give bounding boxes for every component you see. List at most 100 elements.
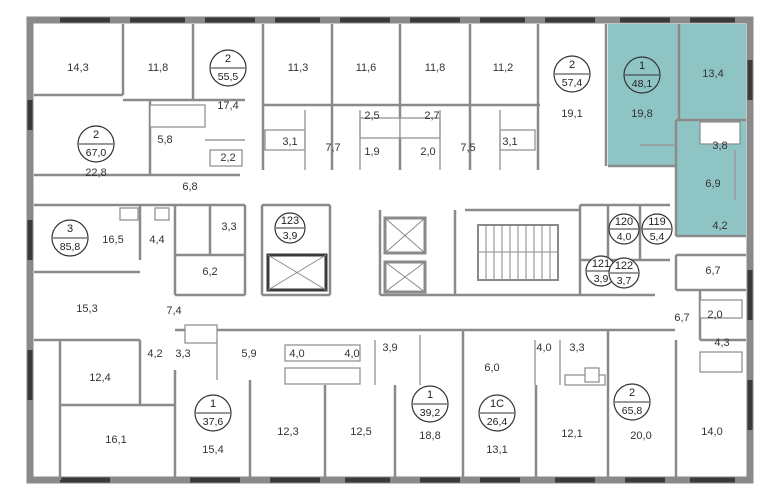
svg-text:2: 2 [629,387,635,399]
apartment-badge[interactable]: 120 4,0 [608,213,640,245]
apartment-badge-highlighted[interactable]: 1 48,1 [623,56,661,94]
room-area: 2,5 [364,110,379,122]
svg-text:123: 123 [281,215,299,227]
room-area: 11,3 [288,62,309,74]
room-area: 17,4 [217,100,238,112]
apartment-badge[interactable]: 3 85,8 [51,219,89,257]
room-area: 12,4 [89,372,110,384]
room-area: 2,7 [424,110,439,122]
room-area: 12,1 [561,428,582,440]
svg-text:65,8: 65,8 [622,405,643,417]
room-area: 2,2 [220,152,235,164]
room-area: 12,3 [277,426,298,438]
windows [27,17,753,483]
svg-text:122: 122 [615,260,633,272]
svg-text:119: 119 [648,216,666,228]
svg-text:2: 2 [93,129,99,141]
room-area: 6,7 [674,312,689,324]
room-area: 13,1 [486,444,507,456]
room-area: 4,0 [536,342,551,354]
svg-text:26,4: 26,4 [487,416,508,428]
room-area: 4,0 [344,348,359,360]
room-area: 5,9 [241,348,256,360]
apartment-badge[interactable]: 1С 26,4 [478,394,516,432]
room-area: 14,3 [67,62,88,74]
svg-text:2: 2 [569,59,575,71]
svg-text:121: 121 [592,258,610,270]
svg-text:1: 1 [639,60,645,72]
svg-text:120: 120 [615,216,633,228]
apartment-badge[interactable]: 1 37,6 [194,394,232,432]
svg-text:4,0: 4,0 [617,231,632,243]
svg-text:37,6: 37,6 [203,416,224,428]
apartment-badge[interactable]: 2 55,5 [209,49,247,87]
room-area: 2,0 [707,309,722,321]
building-core [266,216,559,294]
apartment-badge[interactable]: 1 39,2 [411,385,449,423]
room-area: 3,1 [282,136,297,148]
apartment-badges: 2 55,5 2 57,4 1 48,1 2 67,0 3 85,8 [51,49,673,432]
room-area: 6,2 [202,266,217,278]
room-area: 2,0 [420,146,435,158]
room-area: 5,8 [157,134,172,146]
room-area: 15,3 [76,303,97,315]
svg-text:57,4: 57,4 [562,77,583,89]
apartment-badge[interactable]: 2 57,4 [553,55,591,93]
svg-text:3,9: 3,9 [283,230,298,242]
svg-text:55,5: 55,5 [218,71,239,83]
svg-text:3: 3 [67,223,73,235]
room-area: 1,9 [364,146,379,158]
room-labels: 14,3 11,8 17,4 11,3 11,6 11,8 11,2 19,1 … [67,62,729,456]
room-area: 11,6 [356,62,377,74]
room-area: 4,4 [149,234,164,246]
room-area: 11,8 [425,62,446,74]
apartment-badge[interactable]: 121 3,9 [585,255,617,287]
apartment-badge[interactable]: 2 65,8 [613,383,651,421]
room-area: 4,0 [289,348,304,360]
svg-text:5,4: 5,4 [650,231,665,243]
room-area: 14,0 [701,426,722,438]
room-area: 12,5 [350,426,371,438]
room-area: 6,7 [705,265,720,277]
apartment-badge[interactable]: 2 67,0 [77,125,115,163]
room-area: 4,2 [712,220,727,232]
apartment-badge[interactable]: 119 5,4 [641,213,673,245]
svg-text:85,8: 85,8 [60,241,81,253]
svg-text:1: 1 [427,389,433,401]
apartment-badge[interactable]: 123 3,9 [274,212,306,244]
svg-text:39,2: 39,2 [420,407,441,419]
room-area: 6,9 [705,178,720,190]
svg-text:1С: 1С [490,398,504,410]
room-area: 16,5 [102,234,123,246]
room-area: 13,4 [702,68,723,80]
room-area: 18,8 [419,430,440,442]
room-area: 7,4 [166,305,181,317]
room-area: 19,8 [631,108,652,120]
room-area: 6,0 [484,362,499,374]
room-area: 6,8 [182,181,197,193]
room-area: 20,0 [630,430,651,442]
svg-text:1: 1 [210,398,216,410]
room-area: 3,3 [175,348,190,360]
stairs [477,224,559,281]
svg-text:3,7: 3,7 [617,275,632,287]
room-area: 11,2 [493,62,514,74]
room-area: 7,7 [325,142,340,154]
room-area: 11,8 [148,62,169,74]
svg-text:48,1: 48,1 [632,78,653,90]
room-area: 15,4 [202,444,223,456]
apartment-badge[interactable]: 122 3,7 [608,257,640,289]
bathroom-partitions [119,104,743,386]
room-area: 3,3 [221,221,236,233]
room-area: 22,8 [85,167,106,179]
room-area: 16,1 [105,434,126,446]
room-area: 3,9 [382,342,397,354]
svg-text:67,0: 67,0 [86,147,107,159]
svg-text:2: 2 [225,53,231,65]
svg-text:3,9: 3,9 [594,273,609,285]
room-area: 19,1 [561,108,582,120]
room-area: 4,3 [714,337,729,349]
room-area: 3,8 [712,140,727,152]
room-area: 4,2 [147,348,162,360]
